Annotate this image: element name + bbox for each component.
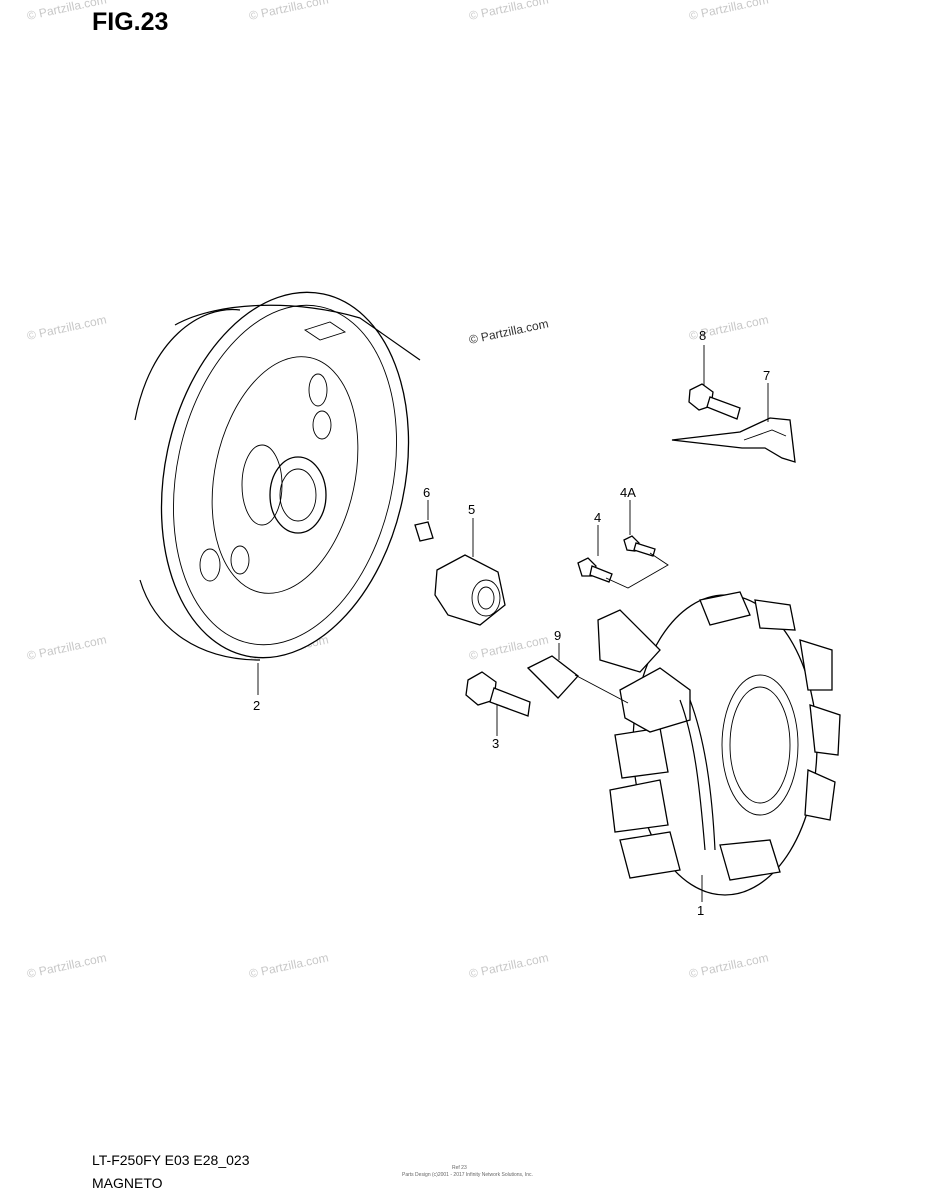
watermark: © Partzilla.com bbox=[468, 0, 550, 23]
nut-part[interactable] bbox=[434, 554, 506, 626]
screw-bracket-leader bbox=[605, 552, 669, 589]
clamp-part[interactable] bbox=[671, 417, 796, 463]
watermark: © Partzilla.com bbox=[468, 950, 550, 981]
callout-3: 3 bbox=[492, 736, 499, 751]
watermark: © Partzilla.com bbox=[248, 950, 330, 981]
fine-print: Parts Design (c)2001 - 2017 Infinity Net… bbox=[402, 1172, 533, 1178]
callout-9: 9 bbox=[554, 628, 561, 643]
screw-4a-part[interactable] bbox=[623, 535, 656, 557]
bolt-8-part[interactable] bbox=[688, 383, 741, 420]
callout-7: 7 bbox=[763, 368, 770, 383]
watermark: © Partzilla.com bbox=[26, 950, 108, 981]
watermark: © Partzilla.com bbox=[26, 0, 108, 23]
callout-4a: 4A bbox=[620, 485, 636, 500]
key-part[interactable] bbox=[414, 521, 434, 542]
center-watermark: © Partzilla.com bbox=[468, 316, 550, 347]
figure-code: LT-F250FY E03 E28_023 bbox=[92, 1152, 250, 1168]
bolt-3-part[interactable] bbox=[465, 671, 531, 717]
watermark: © Partzilla.com bbox=[688, 950, 770, 981]
callout-2: 2 bbox=[253, 698, 260, 713]
callout-1: 1 bbox=[697, 903, 704, 918]
stator-assembly-part[interactable] bbox=[574, 591, 841, 896]
callout-labels: 1 2 3 4 4A 5 6 7 8 9 bbox=[253, 328, 770, 918]
callout-6: 6 bbox=[423, 485, 430, 500]
watermark: © Partzilla.com bbox=[468, 632, 550, 663]
watermark: © Partzilla.com bbox=[26, 632, 108, 663]
fine-print-ref: Ref 23 bbox=[452, 1165, 467, 1171]
flywheel-rotor-part[interactable] bbox=[129, 269, 441, 681]
figure-title: FIG.23 bbox=[92, 8, 169, 36]
figure-name: MAGNETO bbox=[92, 1175, 163, 1191]
watermark: © Partzilla.com bbox=[248, 0, 330, 23]
callout-8: 8 bbox=[699, 328, 706, 343]
watermark: © Partzilla.com bbox=[26, 312, 108, 343]
plate-part[interactable] bbox=[526, 655, 579, 699]
callout-5: 5 bbox=[468, 502, 475, 517]
watermark: © Partzilla.com bbox=[688, 0, 770, 23]
callout-4: 4 bbox=[594, 510, 601, 525]
leader-lines bbox=[257, 345, 769, 902]
